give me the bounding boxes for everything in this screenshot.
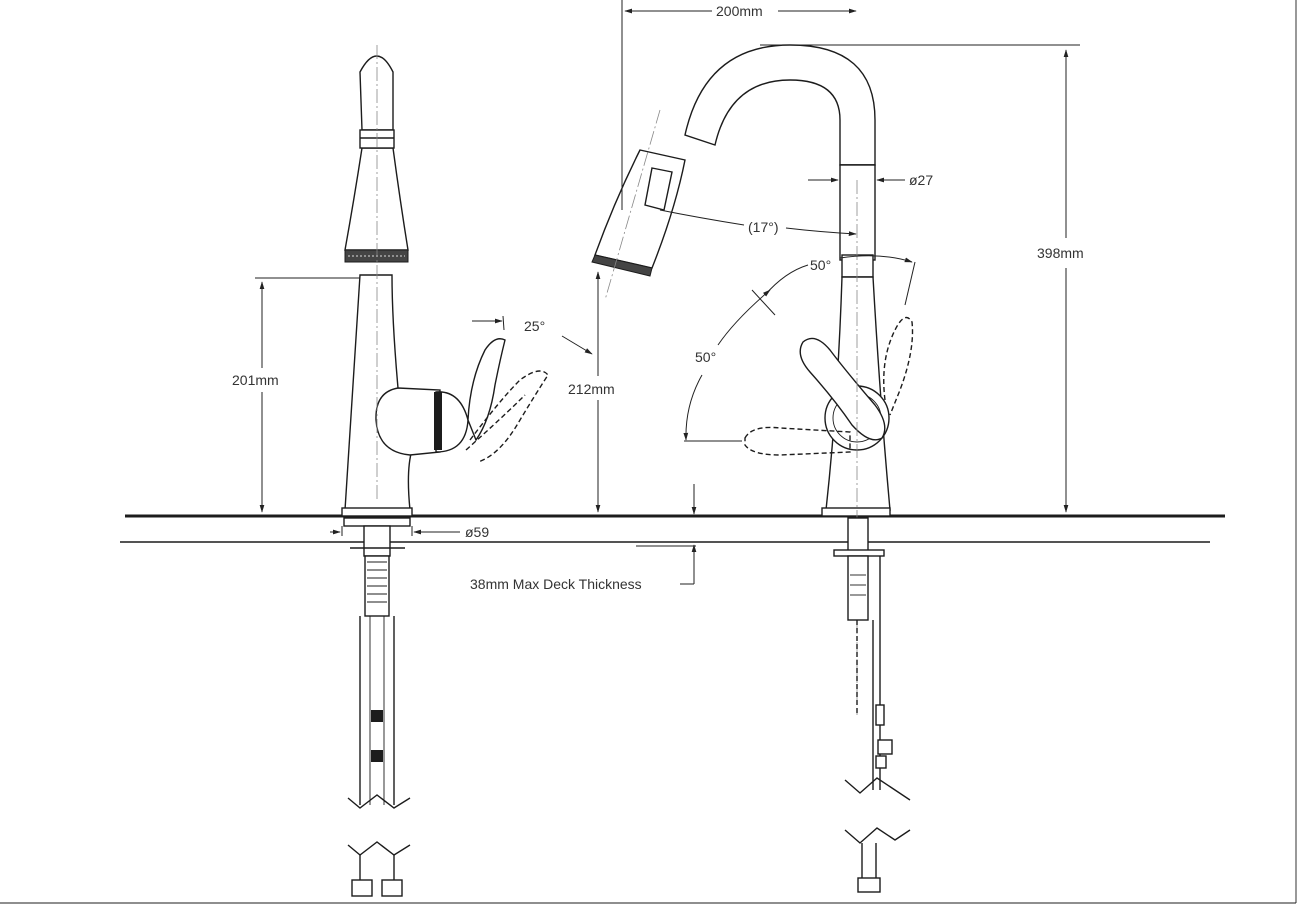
side-view-faucet: [341, 45, 549, 897]
label-deck-thickness: 38mm Max Deck Thickness: [470, 576, 642, 592]
front-view-faucet: [591, 44, 914, 893]
dim-handle-forward-angle: 50°: [751, 255, 916, 316]
label-handle-forward-angle: 50°: [810, 257, 831, 273]
dim-clearance-height: 212mm: [568, 271, 615, 513]
label-clearance-height: 212mm: [568, 381, 615, 397]
label-spray-angle: (17°): [748, 219, 779, 235]
label-spout-height-side: 201mm: [232, 372, 279, 388]
dim-handle-back-angle: 50°: [683, 289, 771, 442]
dim-escutcheon-diameter: ø59: [330, 524, 489, 540]
dim-overall-height: 398mm: [760, 44, 1084, 513]
label-overall-height: 398mm: [1037, 245, 1084, 261]
dim-side-handle-angle: 25°: [472, 315, 593, 355]
dim-spout-reach: 200mm: [621, 0, 857, 210]
label-side-handle-angle: 25°: [524, 318, 545, 334]
label-handle-back-angle: 50°: [695, 349, 716, 365]
label-spout-diameter: ø27: [909, 172, 933, 188]
dim-spout-height-side: 201mm: [232, 277, 360, 513]
label-escutcheon-diameter: ø59: [465, 524, 489, 540]
counter-deck: [120, 514, 1225, 543]
label-spout-reach: 200mm: [716, 3, 763, 19]
dim-spray-angle: (17°): [659, 209, 857, 236]
dim-spout-diameter: ø27: [808, 172, 933, 188]
dim-deck-thickness: 38mm Max Deck Thickness: [470, 484, 697, 592]
